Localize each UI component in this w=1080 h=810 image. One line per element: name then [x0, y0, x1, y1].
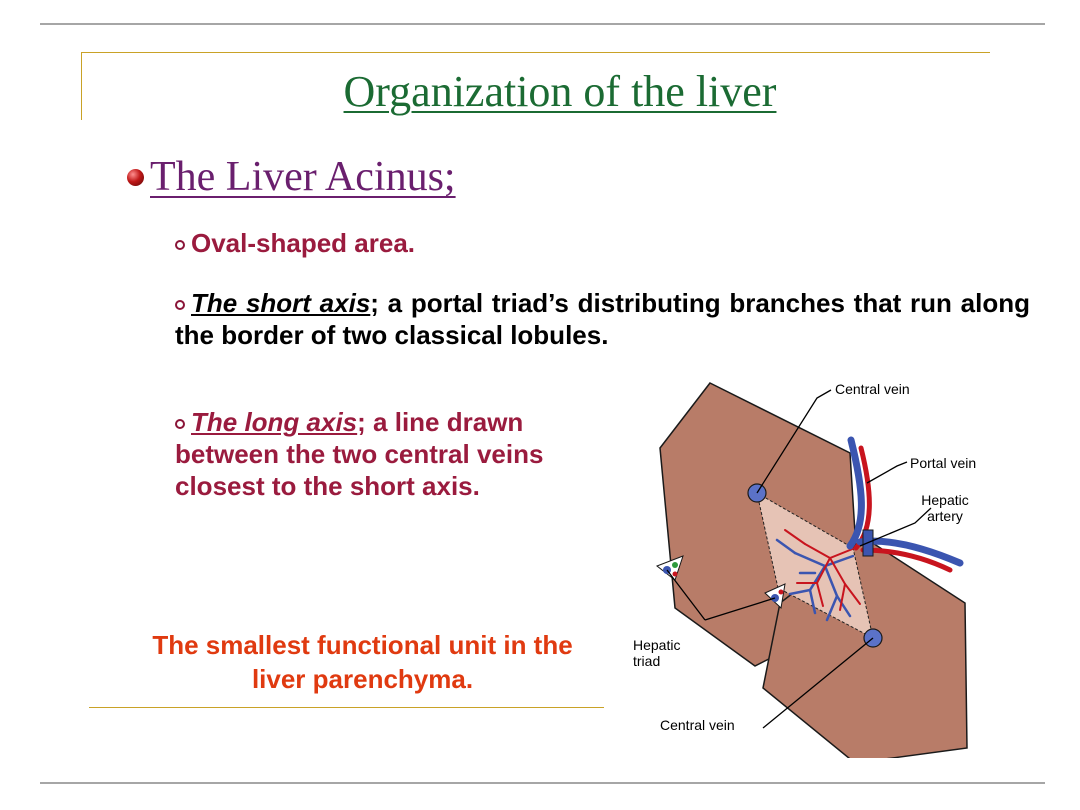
label-hepatic-triad-2: triad	[633, 653, 660, 669]
hepatic-triad-center	[764, 583, 786, 610]
gold-divider	[89, 707, 604, 708]
ring-bullet-icon	[175, 240, 185, 250]
title-frame-left	[81, 52, 82, 120]
functional-unit-note: The smallest functional unit in the live…	[152, 630, 573, 694]
bullet-long-axis: The long axis; a line drawn between the …	[175, 406, 555, 502]
bottom-rule	[40, 782, 1045, 784]
heading-text: The Liver Acinus;	[150, 154, 456, 200]
acinus-vessels	[775, 529, 861, 622]
liver-acinus-diagram: Central vein Portal vein Hepatic artery …	[633, 381, 976, 758]
ring-bullet-icon	[175, 419, 185, 429]
short-axis-term: The short axis	[191, 288, 371, 318]
section-heading: The Liver Acinus;	[127, 153, 456, 201]
top-rule	[40, 23, 1045, 25]
label-hepatic-triad-1: Hepatic	[633, 637, 680, 653]
bullet-oval: Oval-shaped area.	[175, 227, 415, 259]
red-ball-bullet-icon	[127, 169, 144, 186]
short-axis-text: ; a portal triad’s distributing branches…	[175, 288, 1030, 350]
leader-lines	[666, 389, 932, 729]
title-frame-top	[81, 52, 990, 53]
long-axis-text: ; a line drawn between the two central v…	[175, 407, 544, 501]
label-hepatic-artery-2: artery	[927, 508, 963, 524]
label-hepatic-artery-1: Hepatic	[921, 492, 968, 508]
slide-title: Organization of the liver	[343, 67, 777, 116]
label-central-vein-bottom: Central vein	[660, 717, 735, 733]
label-portal-vein: Portal vein	[910, 455, 976, 471]
bullet-short-axis: The short axis; a portal triad’s distrib…	[175, 287, 1030, 351]
bullet-oval-text: Oval-shaped area.	[191, 228, 415, 258]
ring-bullet-icon	[175, 300, 185, 310]
long-axis-term: The long axis	[191, 407, 358, 437]
label-central-vein-top: Central vein	[835, 381, 910, 397]
